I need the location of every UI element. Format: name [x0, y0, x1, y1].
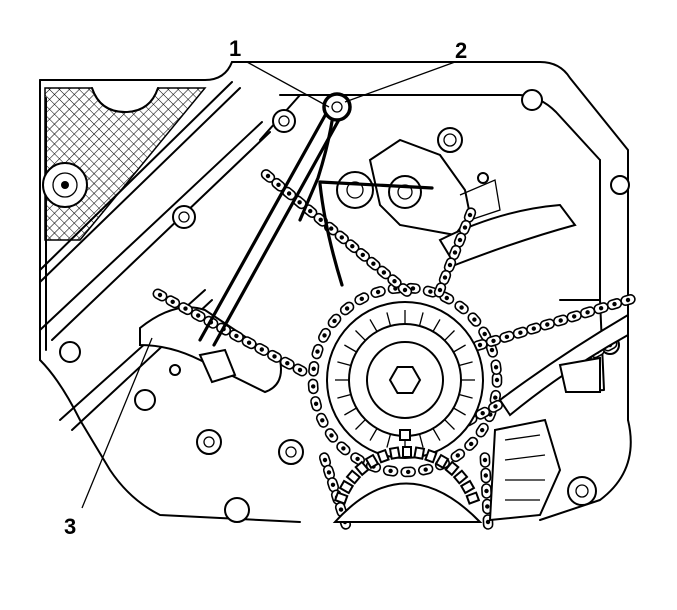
- chain-link: [292, 363, 308, 377]
- chain-link: [152, 288, 168, 302]
- chain-link: [310, 396, 323, 412]
- chain-link: [397, 283, 413, 297]
- chain-link: [481, 483, 492, 499]
- chain-link: [382, 465, 399, 477]
- chain-link: [620, 293, 636, 307]
- chain-link: [490, 359, 502, 375]
- left-chain-guide: [139, 306, 282, 394]
- chain-link: [450, 448, 466, 463]
- chain-link: [339, 301, 355, 316]
- oil-pump-gear: [332, 446, 483, 523]
- chain-link: [464, 436, 479, 451]
- chain-link: [327, 313, 342, 329]
- leader-line-3: [81, 337, 153, 509]
- chain-link: [526, 322, 542, 335]
- chain-link: [354, 292, 370, 306]
- chain-link: [266, 349, 283, 363]
- chain-link: [579, 306, 596, 319]
- chain-link: [593, 302, 609, 315]
- chain-link: [475, 406, 491, 420]
- chain-link: [317, 327, 332, 343]
- cylinder-mesh-area: [42, 87, 207, 241]
- chain-link: [433, 282, 447, 298]
- chain-link: [260, 169, 276, 183]
- chain-link: [491, 372, 503, 388]
- leader-lines: [81, 61, 456, 509]
- chain-link: [336, 441, 351, 456]
- chain-link: [322, 464, 336, 481]
- chain-link: [400, 466, 416, 478]
- chain-locking-tool: [198, 92, 434, 347]
- chain-link: [308, 361, 320, 377]
- chain-link: [324, 428, 339, 443]
- chain-link: [417, 463, 434, 476]
- callout-3: 3: [64, 514, 76, 539]
- chain-link: [539, 318, 555, 331]
- right-chain-guide: [488, 313, 629, 522]
- chain-link: [485, 334, 502, 347]
- chain-link: [499, 330, 515, 343]
- bolt-holes: [59, 89, 630, 523]
- chain-link: [487, 399, 504, 413]
- chain-link: [480, 467, 492, 484]
- crankshaft-sprocket: [326, 301, 484, 459]
- callout-1: 1: [229, 36, 241, 61]
- leader-line-1: [246, 61, 330, 108]
- chain-link: [553, 314, 569, 327]
- callout-2: 2: [455, 38, 467, 63]
- chain-link: [606, 298, 623, 311]
- chain-link: [566, 310, 582, 323]
- callout-labels: 1 2 3: [64, 36, 467, 539]
- chain-link: [370, 285, 386, 299]
- chain-link: [315, 412, 329, 428]
- chain-link: [307, 378, 319, 395]
- chain-link: [454, 300, 469, 315]
- chain-link: [458, 219, 472, 236]
- leader-line-2: [344, 61, 456, 103]
- chain-link: [311, 343, 324, 360]
- chain-link: [512, 326, 529, 339]
- chain-link: [479, 452, 491, 468]
- chain-link: [467, 312, 482, 327]
- chain-link: [475, 422, 489, 438]
